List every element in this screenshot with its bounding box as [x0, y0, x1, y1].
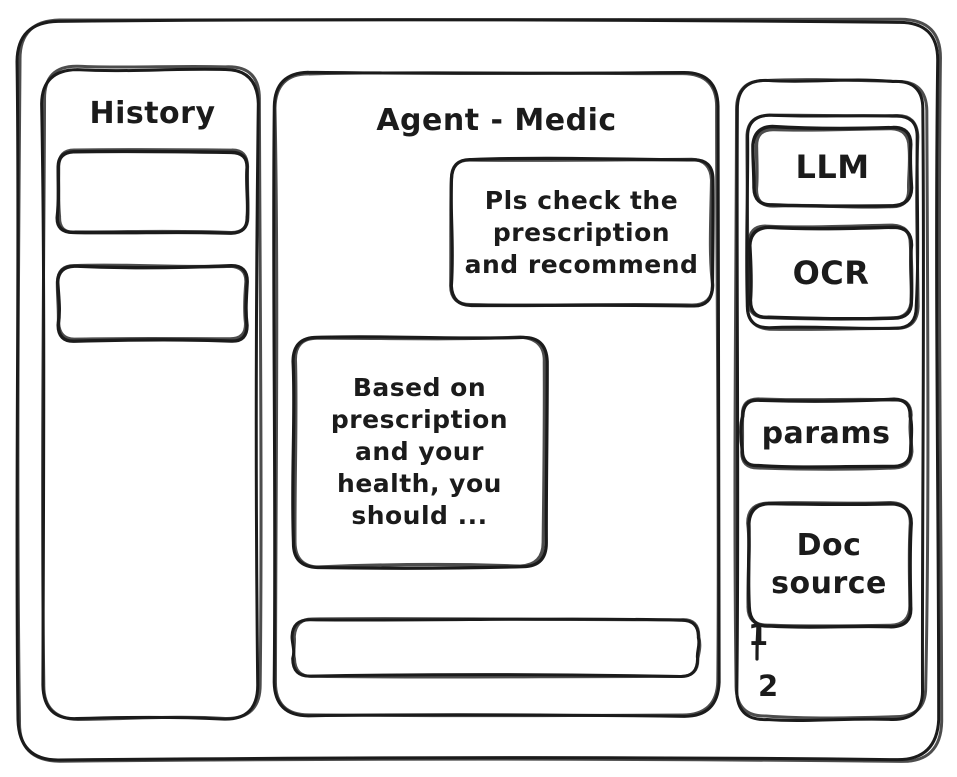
- doc-source-label: Doc source: [771, 527, 887, 601]
- doc-source-item[interactable]: 2: [758, 665, 792, 709]
- params-button[interactable]: params: [742, 400, 910, 468]
- message-input[interactable]: [293, 618, 700, 676]
- llm-button[interactable]: LLM: [755, 128, 910, 206]
- agent-message-bubble: Based on prescription and your health, y…: [293, 337, 546, 567]
- history-title: History: [45, 88, 260, 140]
- params-button-label: params: [761, 415, 891, 451]
- history-list-item[interactable]: [58, 150, 247, 232]
- history-list-item[interactable]: [58, 266, 247, 340]
- history-title-label: History: [89, 95, 216, 131]
- doc-source-box[interactable]: Doc source: [748, 505, 910, 625]
- doc-source-item[interactable]: 1: [748, 615, 782, 657]
- agent-title: Agent - Medic: [275, 96, 718, 146]
- ocr-button-label: OCR: [792, 253, 870, 292]
- agent-title-label: Agent - Medic: [376, 102, 617, 138]
- doc-source-item-label: 2: [758, 669, 779, 704]
- user-message-text: Pls check the prescription and recommend: [464, 186, 699, 279]
- llm-button-label: LLM: [795, 147, 870, 186]
- doc-source-item-label: 1: [748, 618, 769, 653]
- user-message-bubble: Pls check the prescription and recommend: [452, 160, 711, 306]
- agent-message-text: Based on prescription and your health, y…: [330, 373, 509, 530]
- ocr-button[interactable]: OCR: [750, 228, 912, 318]
